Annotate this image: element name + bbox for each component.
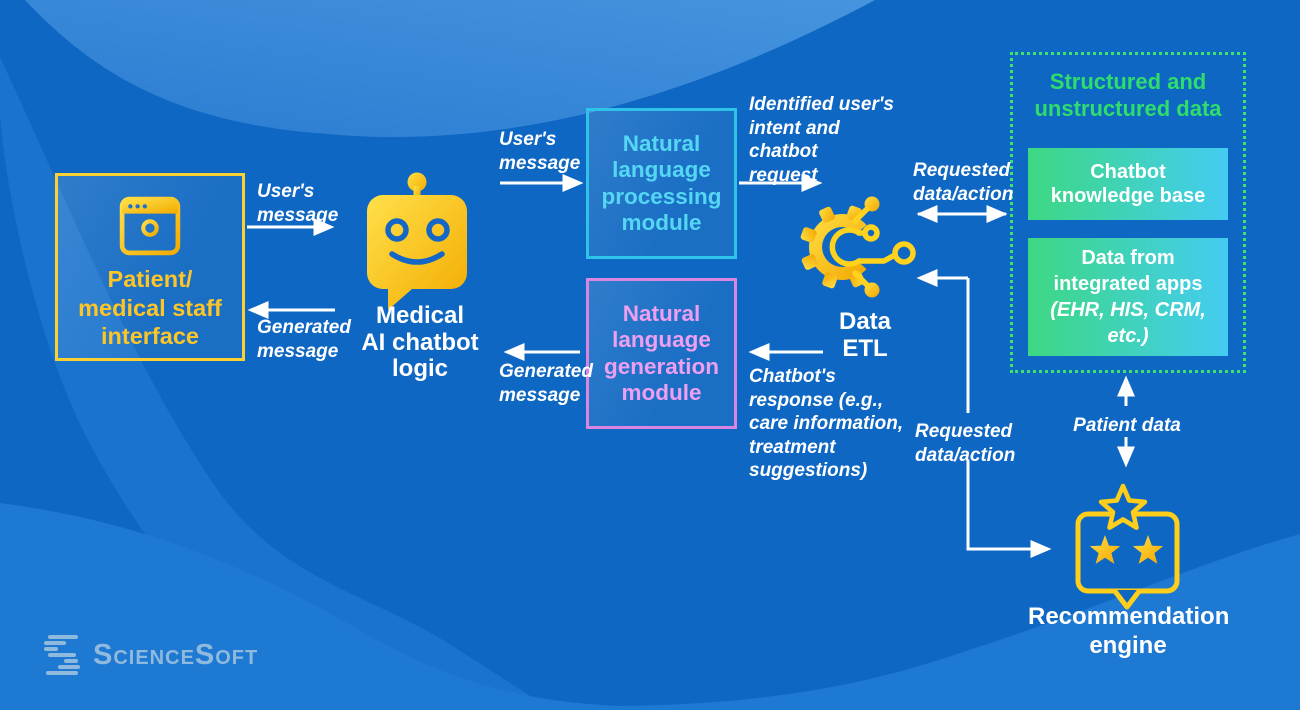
patient-interface-line: medical staff xyxy=(78,294,222,321)
data-etl-gear-icon xyxy=(800,196,916,298)
label-generated-message: Generated message xyxy=(257,316,351,363)
integrated-apps-data-node: Data from integrated apps (EHR, HIS, CRM… xyxy=(1028,238,1228,356)
sciencesoft-logo-text: ScienceSoft xyxy=(93,638,259,671)
patient-interface-node: Patient/ medical staff interface xyxy=(55,173,245,361)
integrated-apps-line: etc.) xyxy=(1107,325,1149,347)
patient-interface-line: interface xyxy=(101,323,199,349)
sciencesoft-logo: ScienceSoft xyxy=(40,633,258,677)
data-etl-line: ETL xyxy=(842,335,888,362)
label-identified-intent: Identified user's intent and chatbot req… xyxy=(749,93,894,187)
recommendation-engine-icon xyxy=(1075,483,1180,610)
nlg-module-line: module xyxy=(621,380,702,405)
nlg-module-node: Natural language generation module xyxy=(586,278,737,429)
chatbot-logic-line: AI chatbot xyxy=(361,328,479,356)
patient-interface-title: Patient/ medical staff interface xyxy=(78,265,222,351)
label-line: Generated xyxy=(257,317,351,338)
label-line: intent and xyxy=(749,117,840,139)
label-line: Patient data xyxy=(1073,415,1181,436)
label-users-message: User's message xyxy=(257,180,338,227)
chatbot-logic-line: logic xyxy=(391,355,448,382)
chatbot-robot-icon xyxy=(367,172,467,310)
recommendation-engine-line: engine xyxy=(1089,631,1167,659)
data-etl-line: Data xyxy=(838,308,892,335)
structured-data-title-line: unstructured data xyxy=(1034,96,1222,121)
label-requested-data-action: Requested data/action xyxy=(913,159,1013,206)
label-patient-data: Patient data xyxy=(1052,414,1202,438)
label-line: data/action xyxy=(915,444,1016,466)
patient-interface-line: Patient/ xyxy=(107,266,193,292)
chatbot-logic-line: Medical xyxy=(375,302,465,329)
label-line: suggestions) xyxy=(749,460,868,481)
label-line: response (e.g., xyxy=(749,389,884,411)
label-generated-message: Generated message xyxy=(499,360,593,407)
label-line: Generated xyxy=(499,361,593,382)
nlg-module-line: language xyxy=(612,327,711,352)
label-line: message xyxy=(499,384,581,406)
knowledge-base-line: knowledge base xyxy=(1050,185,1206,207)
label-requested-data-action: Requested data/action xyxy=(915,420,1015,467)
label-line: Requested xyxy=(915,421,1013,442)
label-line: User's xyxy=(499,129,557,150)
sciencesoft-logo-mark xyxy=(44,635,80,675)
label-line: request xyxy=(749,164,818,186)
label-line: message xyxy=(257,204,339,226)
label-line: care information, xyxy=(749,413,904,434)
structured-data-container: Structured and unstructured data Chatbot… xyxy=(1010,52,1246,373)
structured-data-title: Structured and unstructured data xyxy=(1013,68,1243,122)
data-etl-title: Data ETL xyxy=(815,308,915,362)
nlp-module-line: module xyxy=(621,210,702,235)
recommendation-engine-line: Recommendation xyxy=(1028,603,1230,630)
nlg-module-line: generation xyxy=(603,353,720,379)
knowledge-base-line: Chatbot xyxy=(1090,160,1166,183)
label-users-message: User's message xyxy=(499,128,580,175)
label-line: message xyxy=(257,340,339,362)
integrated-apps-line: Data from xyxy=(1081,247,1175,269)
chatbot-logic-title: Medical AI chatbot logic xyxy=(340,302,500,383)
label-line: Requested xyxy=(913,160,1011,181)
nlp-module-line: processing xyxy=(601,183,722,209)
chatbot-knowledge-base-node: Chatbot knowledge base xyxy=(1028,148,1228,220)
label-line: User's xyxy=(257,181,315,202)
label-line: Chatbot's xyxy=(749,366,836,387)
label-chatbots-response: Chatbot's response (e.g., care informati… xyxy=(749,365,903,483)
label-line: chatbot xyxy=(749,141,818,162)
nlp-module-node: Natural language processing module xyxy=(586,108,737,259)
integrated-apps-line: (EHR, HIS, CRM, xyxy=(1050,299,1206,321)
label-line: Identified user's xyxy=(749,94,894,115)
recommendation-engine-title: Recommendation engine xyxy=(1028,603,1230,660)
label-line: treatment xyxy=(749,436,836,458)
label-line: message xyxy=(499,152,581,174)
structured-data-title-line: Structured and xyxy=(1049,69,1207,94)
integrated-apps-line: integrated apps xyxy=(1053,273,1203,295)
nlp-module-line: language xyxy=(612,157,711,182)
browser-window-icon xyxy=(119,196,181,256)
nlp-module-line: Natural xyxy=(622,130,701,156)
nlg-module-line: Natural xyxy=(622,300,701,326)
label-line: data/action xyxy=(913,183,1014,205)
